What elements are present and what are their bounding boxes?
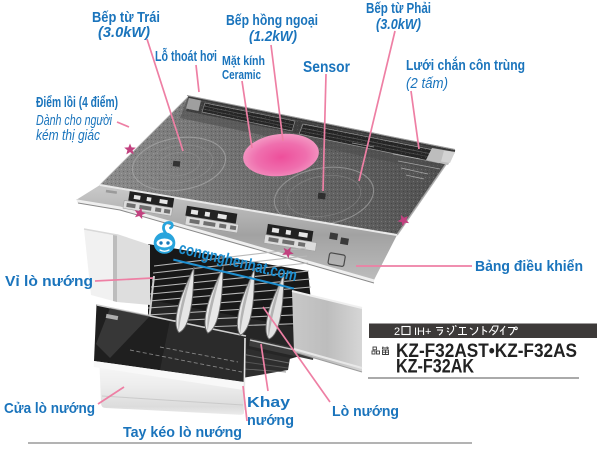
svg-text:KZ-F32AST•KZ-F32AS: KZ-F32AST•KZ-F32AS [396,341,577,362]
svg-text:(2 tấm): (2 tấm) [406,75,448,92]
svg-text:(3.0kW): (3.0kW) [376,16,421,33]
svg-text:Lưới chắn côn trùng: Lưới chắn côn trùng [406,56,525,74]
svg-text:Sensor: Sensor [303,59,350,76]
svg-text:nướng: nướng [247,412,294,429]
svg-text:Bảng điều khiển: Bảng điều khiển [475,258,583,275]
svg-text:IH+: IH+ [414,326,431,338]
svg-text:KZ-F32AK: KZ-F32AK [396,357,474,378]
svg-text:Bếp hồng ngoại: Bếp hồng ngoại [226,12,318,29]
svg-text:Bếp từ Trái: Bếp từ Trái [92,9,160,26]
svg-text:(3.0kW): (3.0kW) [98,24,150,41]
svg-text:Mặt kính: Mặt kính [222,53,265,68]
svg-text:Cửa lò nướng: Cửa lò nướng [4,400,95,417]
svg-text:Lỗ thoát hơi: Lỗ thoát hơi [155,48,217,65]
svg-text:Bếp từ Phải: Bếp từ Phải [366,0,431,17]
svg-text:kém thị giác: kém thị giác [36,127,100,144]
svg-text:2: 2 [394,326,400,338]
svg-text:Dành cho người: Dành cho người [36,112,112,129]
svg-text:Điểm lồi (4 điểm): Điểm lồi (4 điểm) [36,94,118,111]
svg-text:Khay: Khay [247,394,291,411]
svg-text:Lò nướng: Lò nướng [332,403,399,420]
svg-text:(1.2kW): (1.2kW) [249,28,297,45]
svg-text:Vỉ lò nướng: Vỉ lò nướng [5,273,93,290]
svg-text:Ceramic: Ceramic [222,67,261,82]
svg-text:Tay kéo lò nướng: Tay kéo lò nướng [123,424,242,441]
